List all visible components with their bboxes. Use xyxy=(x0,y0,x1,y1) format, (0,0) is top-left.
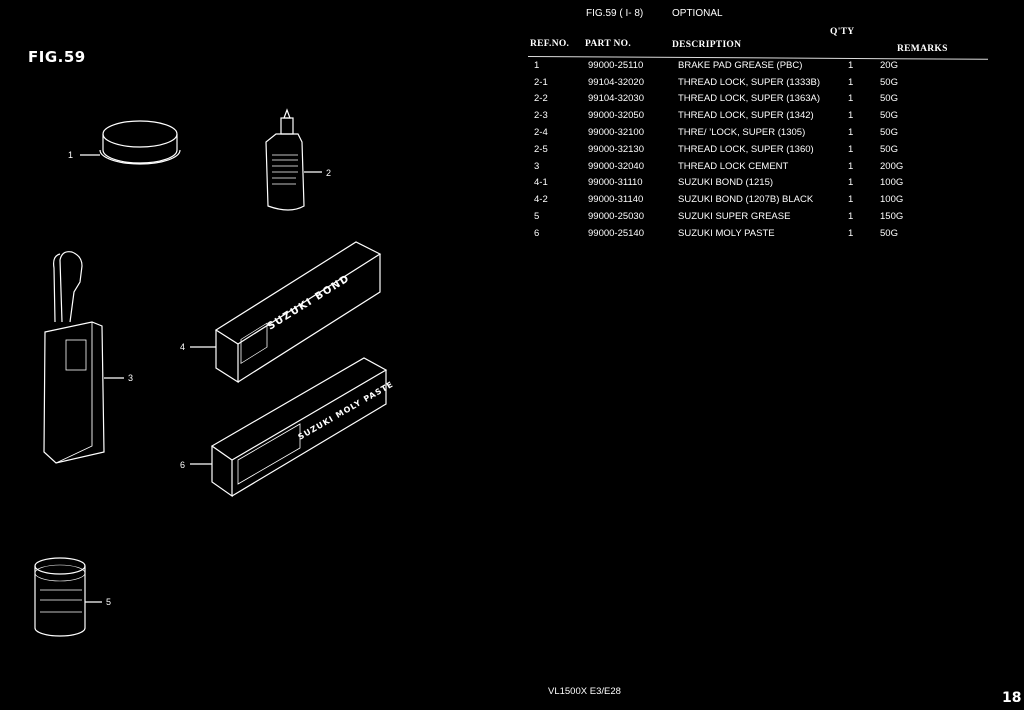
description-cell: SUZUKI SUPER GREASE xyxy=(678,211,791,223)
part-no-cell: 99104-32030 xyxy=(588,93,644,105)
part-no-cell: 99000-31110 xyxy=(588,177,643,189)
table-row: 4-2 99000-31140 SUZUKI BOND (1207B) BLACK 1… xyxy=(528,191,940,208)
description-cell: THRE/ ’LOCK, SUPER (1305) xyxy=(678,127,806,139)
header-part-no: PART NO. xyxy=(585,39,632,49)
qty-cell: 1 xyxy=(848,211,854,223)
callout-3: 3 xyxy=(128,373,133,383)
bond-box-label: SUZUKI BOND xyxy=(266,273,352,333)
part-no-cell: 99000-32100 xyxy=(588,127,644,139)
description-cell: SUZUKI MOLY PASTE xyxy=(678,227,775,239)
suzuki-bond-box-drawing xyxy=(190,241,382,384)
part-no-cell: 99000-32040 xyxy=(588,160,644,172)
description-cell: THREAD LOCK, SUPER (1333B) xyxy=(678,76,821,88)
table-row: 2-2 99104-32030 THREAD LOCK, SUPER (1363A)… xyxy=(528,91,940,108)
callout-6: 6 xyxy=(180,460,185,470)
table-row: 2-4 99000-32100 THRE/ ’LOCK, SUPER (1305) 1… xyxy=(528,124,940,141)
ref-no-cell: 3 xyxy=(534,160,540,172)
remarks-cell: 50G xyxy=(880,110,898,122)
table-row: 1 99000-25110 BRAKE PAD GREASE (PBC) 1 20G xyxy=(528,57,940,74)
remarks-cell: 50G xyxy=(880,143,898,155)
part-no-cell: 99000-32130 xyxy=(588,143,644,155)
ref-no-cell: 6 xyxy=(534,227,540,239)
remarks-cell: 20G xyxy=(880,59,898,71)
super-grease-can-drawing xyxy=(34,557,102,637)
parts-illustration: 1 2 3 4 5 6 SUZUKI BOND SUZUKI MOLY PAST… xyxy=(34,108,395,637)
qty-cell: 1 xyxy=(848,143,854,155)
callout-5: 5 xyxy=(106,597,111,607)
ref-no-cell: 2-4 xyxy=(534,127,548,139)
remarks-cell: 50G xyxy=(880,76,898,88)
description-cell: SUZUKI BOND (1207B) BLACK xyxy=(678,194,814,206)
qty-cell: 1 xyxy=(848,110,854,122)
part-no-cell: 99000-25030 xyxy=(588,211,644,223)
qty-cell: 1 xyxy=(848,59,854,71)
table-row: 5 99000-25030 SUZUKI SUPER GREASE 1 150G xyxy=(528,208,940,225)
figure-title: FIG.59 ( I- 8) xyxy=(586,8,644,19)
part-no-cell: 99000-25140 xyxy=(588,227,644,239)
ref-no-cell: 2-3 xyxy=(534,110,548,122)
page-number: 18 xyxy=(1002,690,1022,706)
qty-cell: 1 xyxy=(848,177,854,189)
header-qty: Q'TY xyxy=(830,27,855,37)
description-cell: SUZUKI BOND (1215) xyxy=(678,177,774,189)
part-no-cell: 99000-32050 xyxy=(588,110,644,122)
header-remarks: REMARKS xyxy=(897,44,948,54)
part-no-cell: 99000-25110 xyxy=(588,59,644,71)
remarks-cell: 200G xyxy=(880,160,904,172)
part-no-cell: 99000-31140 xyxy=(588,194,644,206)
table-row: 4-1 99000-31110 SUZUKI BOND (1215) 1 100G xyxy=(528,175,940,192)
remarks-cell: 50G xyxy=(880,93,898,105)
moly-paste-box-drawing xyxy=(190,357,388,498)
footer-model: VL1500X E3/E28 xyxy=(548,686,621,697)
ref-no-cell: 1 xyxy=(534,59,540,71)
remarks-cell: 150G xyxy=(880,211,904,223)
callout-2: 2 xyxy=(326,168,331,178)
part-no-cell: 99104-32020 xyxy=(588,76,644,88)
remarks-cell: 100G xyxy=(880,194,904,206)
table-row: 2-1 99104-32020 THREAD LOCK, SUPER (1333B)… xyxy=(528,74,940,91)
qty-cell: 1 xyxy=(848,160,854,172)
header-description: DESCRIPTION xyxy=(672,40,742,50)
table-row: 2-5 99000-32130 THREAD LOCK, SUPER (1360) 1… xyxy=(528,141,940,158)
table-row: 6 99000-25140 SUZUKI MOLY PASTE 1 50G xyxy=(528,225,940,242)
remarks-cell: 50G xyxy=(880,227,898,239)
table-row: 2-3 99000-32050 THREAD LOCK, SUPER (1342) 1… xyxy=(528,107,940,124)
figure-label: FIG.59 xyxy=(28,48,86,66)
callout-4: 4 xyxy=(180,342,185,352)
thread-lock-bottle-drawing xyxy=(265,108,322,211)
description-cell: THREAD LOCK, SUPER (1360) xyxy=(678,143,814,155)
figure-type: OPTIONAL xyxy=(672,8,723,19)
qty-cell: 1 xyxy=(848,227,854,239)
ref-no-cell: 4-1 xyxy=(534,177,548,189)
description-cell: THREAD LOCK, SUPER (1342) xyxy=(678,110,814,122)
qty-cell: 1 xyxy=(848,127,854,139)
ref-no-cell: 2-5 xyxy=(534,143,548,155)
qty-cell: 1 xyxy=(848,194,854,206)
header-ref-no: REF.NO. xyxy=(530,39,570,49)
callout-1: 1 xyxy=(68,150,73,160)
ref-no-cell: 2-2 xyxy=(534,93,548,105)
qty-cell: 1 xyxy=(848,93,854,105)
ref-no-cell: 5 xyxy=(534,211,540,223)
description-cell: THREAD LOCK, SUPER (1363A) xyxy=(678,93,821,105)
qty-cell: 1 xyxy=(848,76,854,88)
ref-no-cell: 4-2 xyxy=(534,194,548,206)
remarks-cell: 50G xyxy=(880,127,898,139)
remarks-cell: 100G xyxy=(880,177,904,189)
thread-lock-cement-can-drawing xyxy=(43,251,124,464)
description-cell: BRAKE PAD GREASE (PBC) xyxy=(678,59,803,71)
table-row: 3 99000-32040 THREAD LOCK CEMENT 1 200G xyxy=(528,158,940,175)
parts-table: 1 99000-25110 BRAKE PAD GREASE (PBC) 1 20G 2-… xyxy=(528,57,940,242)
brake-grease-tin-drawing xyxy=(80,120,181,165)
description-cell: THREAD LOCK CEMENT xyxy=(678,160,789,172)
ref-no-cell: 2-1 xyxy=(534,76,548,88)
